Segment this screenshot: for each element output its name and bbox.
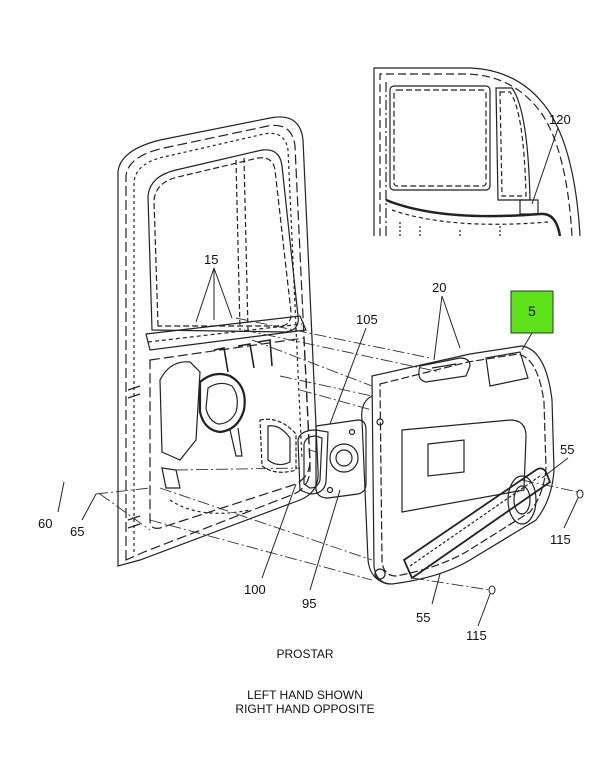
callout-60[interactable]: 60: [38, 516, 52, 531]
callout-55-upper[interactable]: 55: [560, 442, 574, 457]
callout-115-upper[interactable]: 115: [550, 532, 571, 547]
leader-5: [521, 332, 533, 351]
leader-120: [531, 127, 559, 205]
callout-95[interactable]: 95: [302, 596, 316, 611]
alignment-lines: [95, 317, 579, 591]
item-120-clip: [519, 199, 539, 215]
callout-105[interactable]: 105: [356, 312, 378, 327]
callout-20[interactable]: 20: [432, 280, 446, 295]
fastener-115-upper: [576, 489, 584, 499]
callout-65[interactable]: 65: [70, 524, 84, 539]
inset-door-frame: [373, 67, 581, 237]
callout-5[interactable]: 5: [528, 303, 536, 319]
orientation-note-line1: LEFT HAND SHOWN: [247, 688, 363, 702]
callout-120: 120: [549, 112, 571, 127]
model-caption: PROSTAR: [276, 647, 334, 661]
callout-100[interactable]: 100: [244, 582, 266, 597]
callout-115-lower[interactable]: 115: [466, 628, 487, 643]
fastener-115-lower: [488, 585, 496, 595]
orientation-note-line2: RIGHT HAND OPPOSITE: [235, 702, 375, 716]
callout-55-lower[interactable]: 55: [416, 610, 430, 625]
trim-panel-5: [361, 345, 555, 585]
callout-15[interactable]: 15: [204, 252, 218, 267]
bezel-100: [297, 429, 329, 495]
door-shell: [117, 116, 319, 567]
gasket-95: [315, 419, 367, 499]
item-5-highlight[interactable]: [510, 290, 554, 334]
leader-lines: [57, 267, 579, 627]
